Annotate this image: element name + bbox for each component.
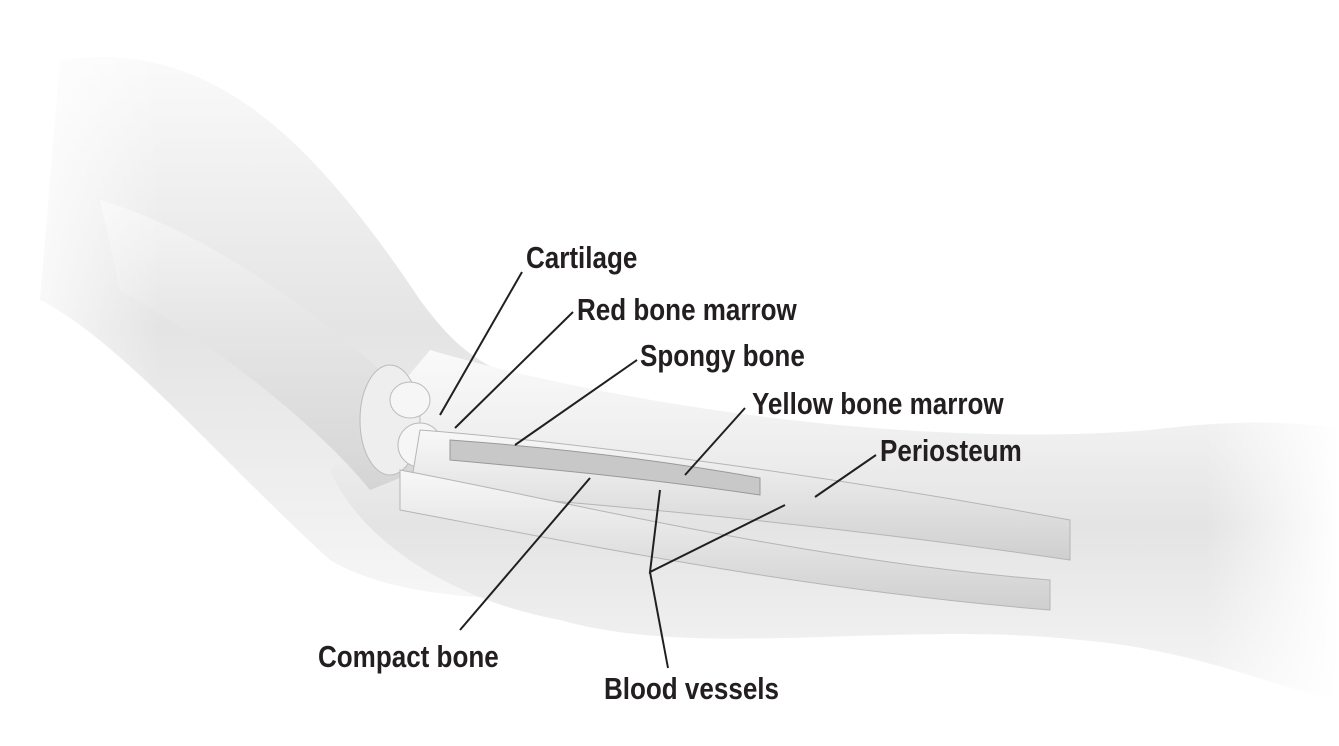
leader-periosteum <box>814 454 877 498</box>
label-red-bone-marrow: Red bone marrow <box>577 293 797 328</box>
leader-cartilage <box>439 271 523 416</box>
label-blood-vessels: Blood vessels <box>604 672 779 707</box>
leader-spongy <box>514 359 638 446</box>
label-yellow-bone-marrow: Yellow bone marrow <box>752 387 1004 422</box>
label-periosteum: Periosteum <box>880 434 1022 469</box>
leader-yellow-marrow <box>684 407 746 476</box>
leader-red-marrow <box>454 311 574 429</box>
label-compact-bone: Compact bone <box>318 640 499 675</box>
label-spongy-bone: Spongy bone <box>640 339 805 374</box>
leader-vessels-stem <box>649 571 669 669</box>
label-cartilage: Cartilage <box>526 241 637 276</box>
leader-compact <box>459 477 591 631</box>
